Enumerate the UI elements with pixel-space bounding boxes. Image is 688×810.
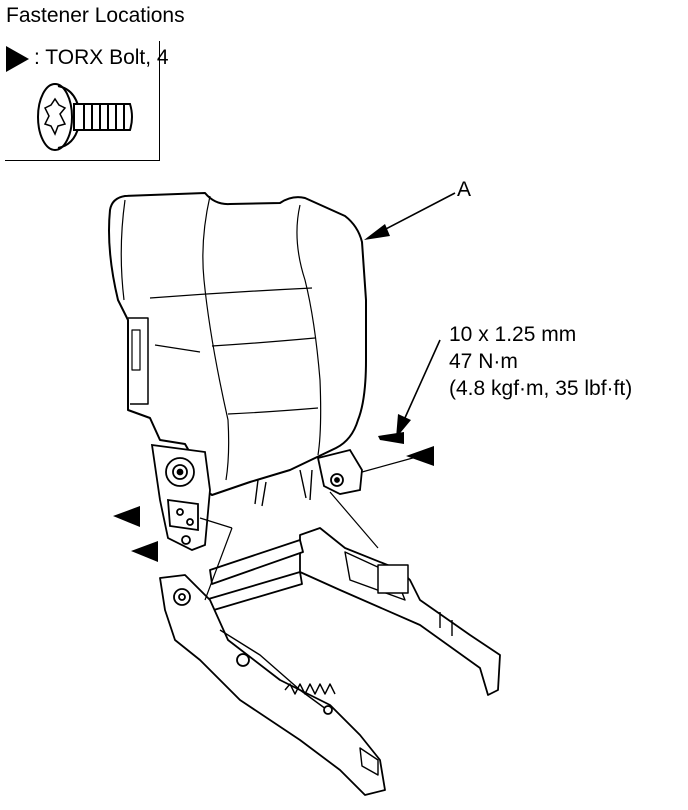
bolt-marker-3: [113, 506, 140, 527]
callout-letter-a: A: [457, 178, 472, 201]
legend-marker-icon: [6, 46, 29, 72]
callout-a-arrow: [364, 192, 456, 240]
left-hinge-bracket: [150, 443, 211, 551]
bolt-markers: [113, 432, 434, 562]
torx-bolt-icon: [37, 83, 133, 151]
seat-frame: [159, 527, 501, 796]
leader-lines: [199, 455, 421, 601]
legend-box: [5, 41, 160, 161]
torque-spec-arrow: [396, 339, 441, 438]
right-hinge-bracket: [254, 448, 363, 507]
torque-spec: 10 x 1.25 mm 47 N·m (4.8 kgf·m, 35 lbf·f…: [449, 321, 632, 402]
seat-back: [108, 192, 367, 496]
spec-size: 10 x 1.25 mm: [449, 323, 577, 346]
bolt-marker-4: [131, 541, 158, 562]
spec-torque-alt: (4.8 kgf·m, 35 lbf·ft): [449, 377, 633, 400]
spec-torque-nm: 47 N·m: [449, 350, 518, 373]
bolt-marker-2: [406, 446, 434, 466]
bolt-marker-1: [378, 432, 404, 444]
diagram-title: Fastener Locations: [6, 4, 185, 27]
legend-label: : TORX Bolt, 4: [34, 46, 169, 69]
